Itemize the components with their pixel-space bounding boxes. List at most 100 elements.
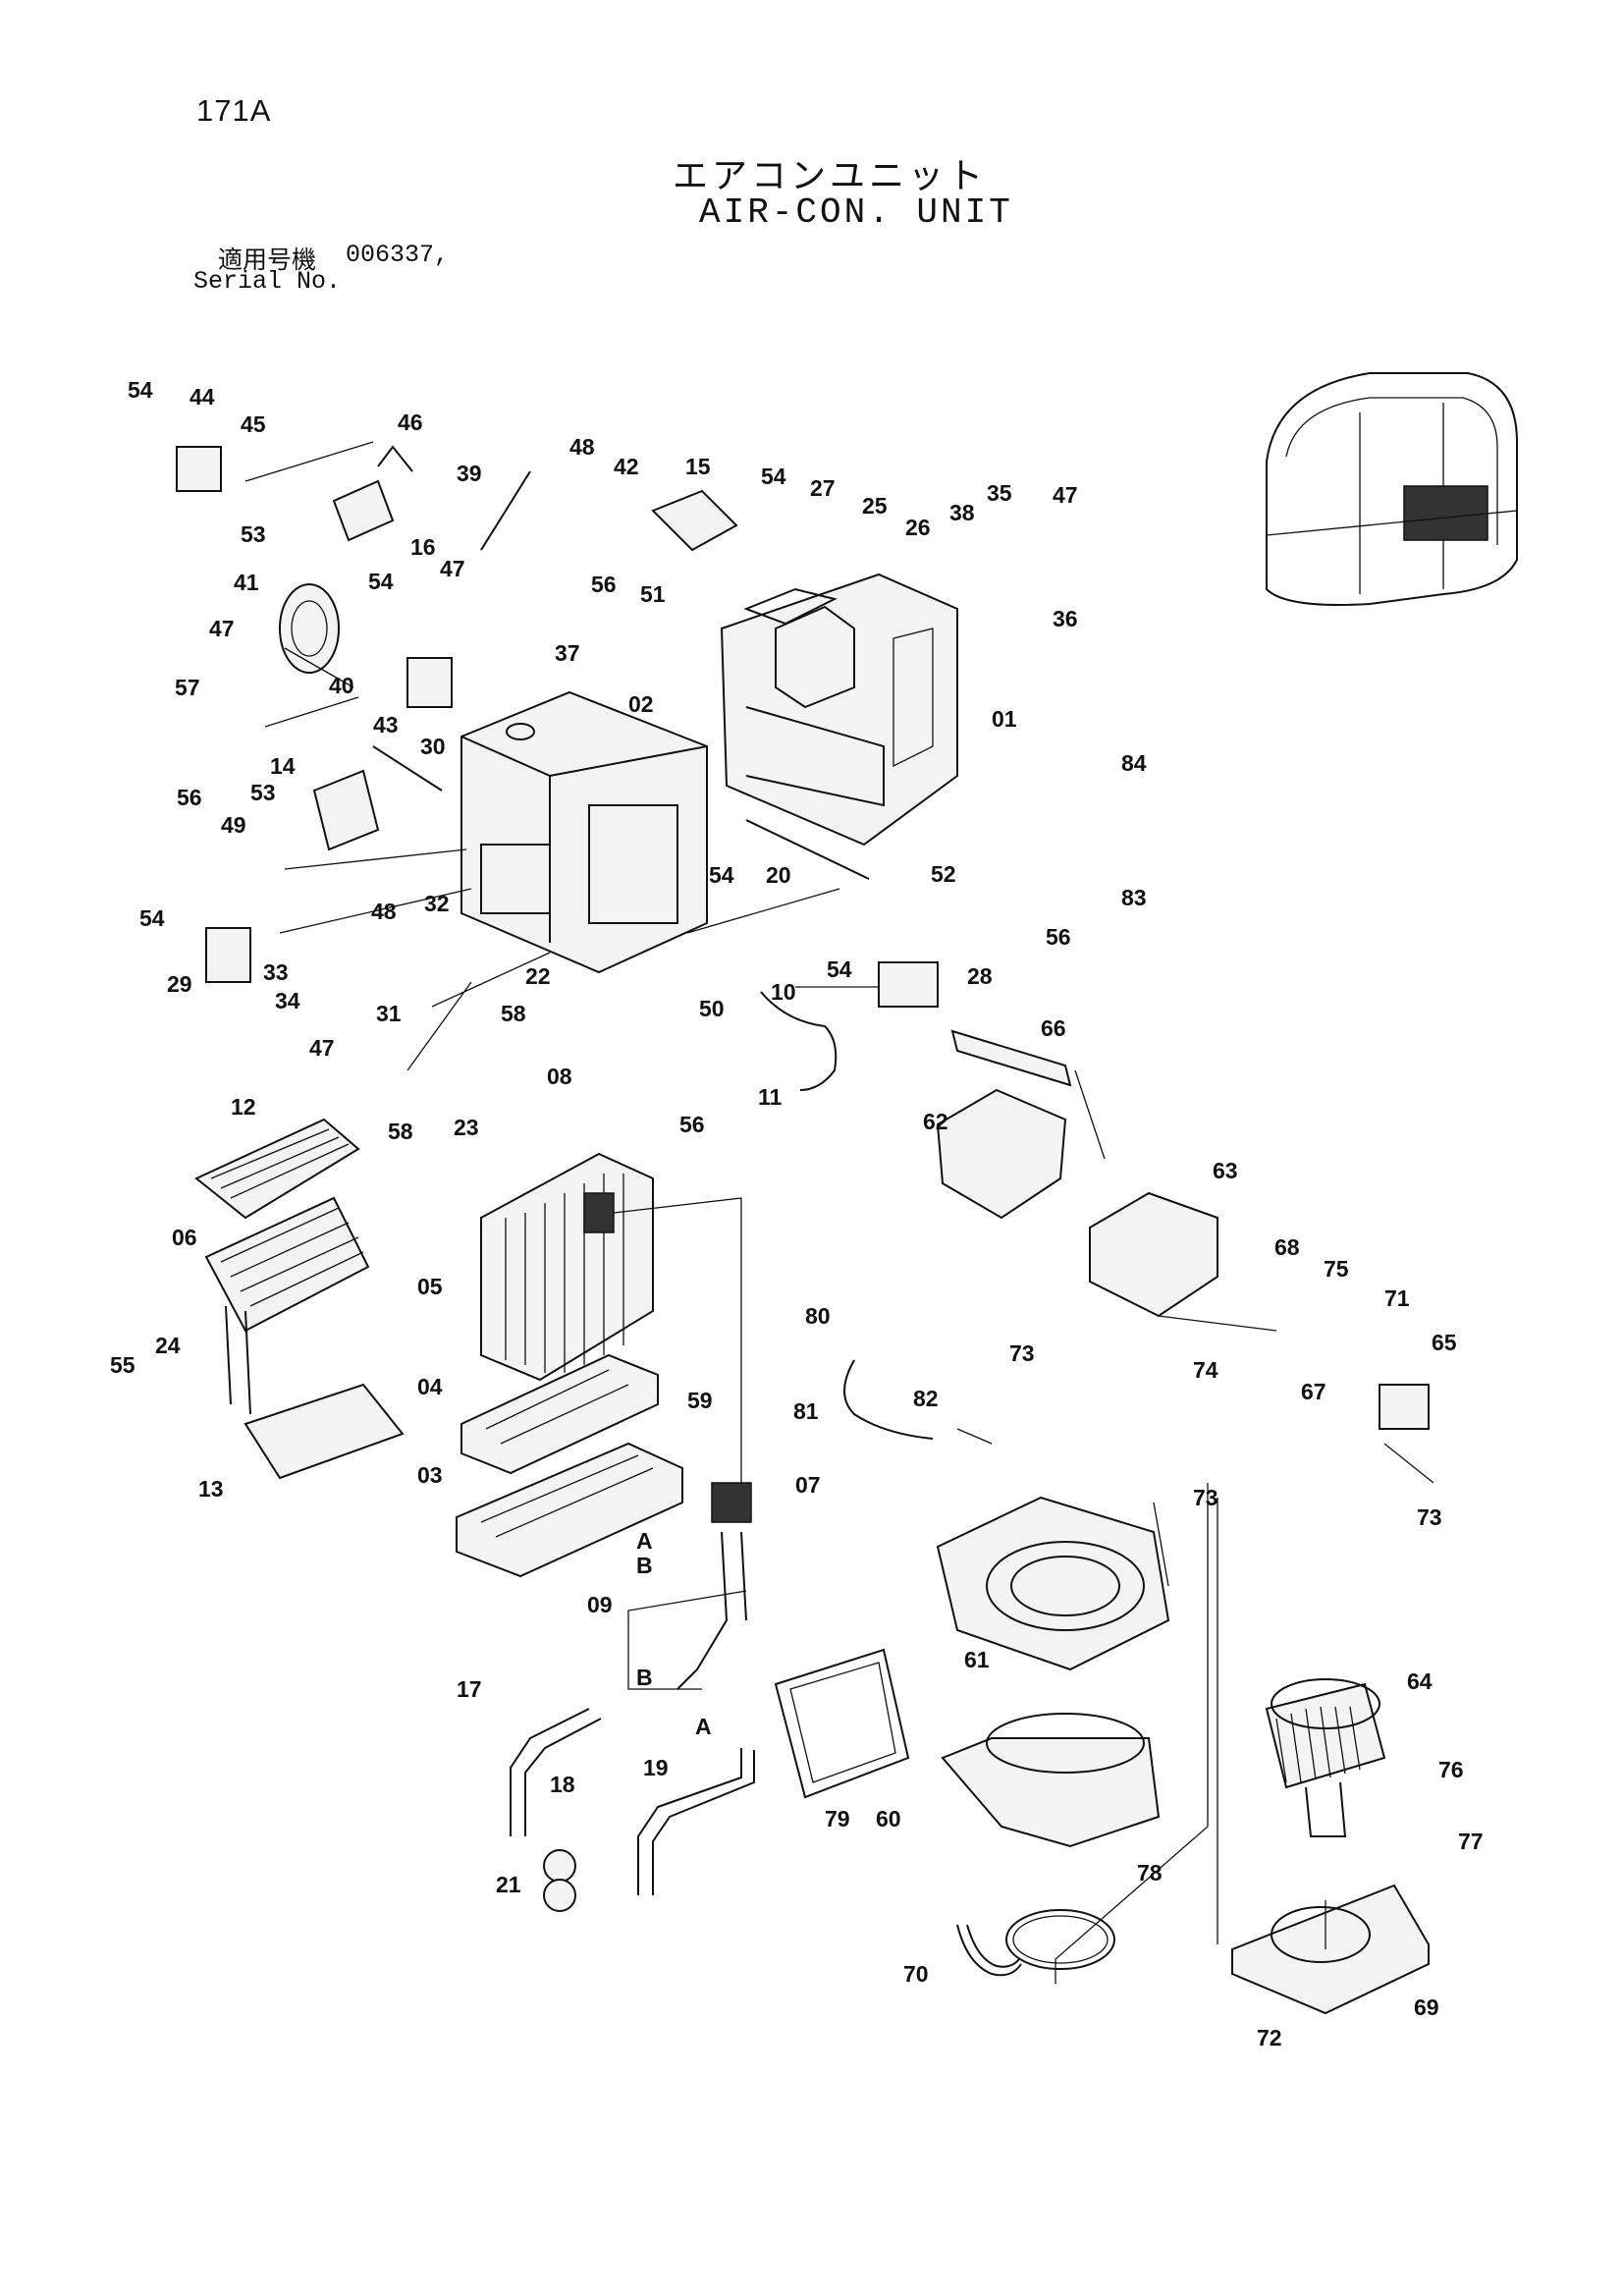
part-label-p18: 18 [550,1772,575,1797]
part-label-p20: 20 [766,862,791,888]
part-label-p79: 79 [825,1806,850,1831]
part-label-p78: 78 [1137,1860,1163,1886]
part-label-p11: 11 [758,1084,783,1110]
part-label-p28: 28 [967,963,993,989]
harness-70 [956,1924,1022,1977]
resistor-28 [878,961,939,1008]
part-label-p56b: 56 [177,785,202,810]
part-label-p60: 60 [876,1806,901,1831]
part-label-pB1: B [636,1553,653,1578]
rod-43 [372,745,443,792]
servo-41 [279,583,340,674]
part-label-p29: 29 [167,971,192,997]
part-label-p48a: 48 [569,434,595,460]
part-label-p32: 32 [424,891,450,916]
bracket-69 [1231,1884,1430,2015]
grommet-21 [543,1849,576,1912]
part-label-p74: 74 [1193,1357,1218,1383]
part-label-p67: 67 [1301,1379,1326,1404]
part-label-p35: 35 [987,480,1012,506]
evaporator-05 [480,1152,654,1382]
hose-19 [637,1748,755,1895]
part-label-p41: 41 [234,570,259,595]
part-label-p01: 01 [992,706,1017,732]
servo-44 [176,446,222,492]
part-label-p77: 77 [1458,1829,1484,1854]
part-label-p50: 50 [699,996,725,1021]
part-label-p21: 21 [496,1872,521,1897]
part-label-p13: 13 [198,1476,224,1502]
part-label-p53a: 53 [241,521,266,547]
blower-case-61 [936,1496,1170,1671]
part-label-p58a: 58 [501,1001,526,1026]
part-label-pA2: A [695,1714,712,1739]
part-label-p06: 06 [172,1225,197,1250]
part-label-p42: 42 [614,454,639,479]
part-label-p54a: 54 [128,377,153,403]
damper-14 [312,769,380,851]
part-label-p47c: 47 [209,616,235,641]
part-label-p39: 39 [457,461,482,486]
part-label-p07: 07 [795,1472,821,1498]
part-label-p82: 82 [913,1386,939,1411]
part-label-p19: 19 [643,1755,669,1780]
part-label-p65: 65 [1432,1330,1457,1355]
part-label-p30: 30 [420,734,446,759]
part-label-p26: 26 [905,515,931,540]
part-label-p59: 59 [687,1388,713,1413]
serial-label-japanese: 適用号機 [218,246,317,274]
part-label-pB2: B [636,1665,653,1690]
part-label-p57: 57 [175,675,200,700]
part-label-p49: 49 [221,812,246,838]
part-label-p33: 33 [263,959,289,985]
part-label-p84: 84 [1121,750,1147,776]
part-label-p53b: 53 [250,780,276,805]
part-label-p54d: 54 [709,862,734,888]
actuator-65 [1379,1384,1430,1430]
part-label-p72: 72 [1257,2025,1282,2050]
part-label-p40: 40 [329,673,354,698]
wire-harness-81 [843,1359,934,1440]
rod-20 [745,819,870,880]
part-label-p37: 37 [555,640,580,666]
damper-16 [332,479,395,542]
rod-46 [377,445,413,472]
part-label-p54b: 54 [761,464,786,489]
wire-harness-10 [760,991,838,1091]
part-label-p04: 04 [417,1374,443,1399]
part-label-p38: 38 [949,500,975,525]
air-filter-12 [194,1118,360,1220]
part-label-p27: 27 [810,475,836,501]
blower-motor-64 [1265,1678,1386,1837]
cab-overview-illustration [1266,372,1518,606]
part-label-p58b: 58 [388,1119,413,1144]
plate-66 [950,1029,1072,1087]
part-label-p44: 44 [189,384,215,410]
part-label-p09: 09 [587,1592,613,1617]
part-label-p05: 05 [417,1274,443,1299]
part-label-p36: 36 [1053,606,1078,631]
part-label-p63: 63 [1213,1158,1238,1183]
cover-15 [651,489,738,552]
panel-13 [243,1383,405,1480]
duct-63 [1089,1191,1218,1318]
part-label-p25: 25 [862,493,888,519]
ring-78 [1005,1909,1115,1970]
serial-value: 006337, [346,241,450,269]
part-label-p52: 52 [931,861,956,887]
part-label-p48b: 48 [371,899,397,924]
part-label-p68: 68 [1274,1234,1300,1260]
pipe-assembly-09 [676,1482,752,1690]
part-label-p45: 45 [241,411,266,437]
drain-pan-04 [460,1353,659,1475]
part-label-p03: 03 [417,1462,443,1488]
hose-18 [510,1708,602,1836]
part-label-p55: 55 [110,1352,135,1378]
part-label-p62: 62 [923,1109,948,1134]
serial-label-english: Serial No. [193,267,342,296]
aircon-case-01 [720,573,958,847]
part-label-p61: 61 [964,1647,990,1672]
actuator-29 [205,927,251,983]
part-label-p83: 83 [1121,885,1147,910]
